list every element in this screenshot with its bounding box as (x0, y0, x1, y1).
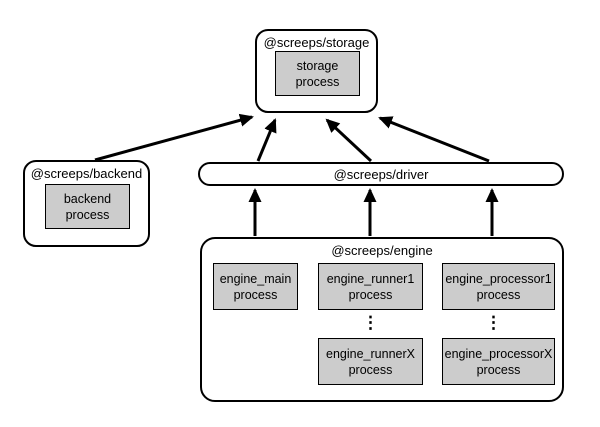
vertical-ellipsis-icon: ⋮ (485, 313, 502, 332)
process-engine-runner1: engine_runner1 process (318, 263, 423, 310)
vertical-ellipsis-icon: ⋮ (362, 313, 379, 332)
arrow-backend-to-storage (94, 113, 254, 162)
process-engine-processorX: engine_processorX process (442, 338, 555, 385)
package-storage-label: @screeps/storage (263, 35, 370, 50)
process-engine-main: engine_main process (213, 263, 298, 310)
process-engine-runnerX: engine_runnerX process (318, 338, 423, 385)
package-storage: @screeps/storage storage process (255, 29, 378, 113)
package-engine: @screeps/engine engine_main process engi… (200, 237, 564, 402)
process-backend: backend process (45, 184, 130, 229)
arrow-driver-to-storage-center (325, 118, 373, 163)
package-driver: @screeps/driver (198, 162, 564, 186)
package-backend-label: @screeps/backend (30, 166, 143, 181)
package-backend: @screeps/backend backend process (23, 160, 150, 247)
package-driver-label: @screeps/driver (333, 166, 429, 182)
arrow-driver-to-storage-right (378, 116, 490, 163)
package-engine-label: @screeps/engine (331, 243, 433, 258)
process-engine-processor1: engine_processor1 process (442, 263, 555, 310)
arrow-driver-to-storage-left (256, 118, 277, 162)
process-storage: storage process (275, 51, 360, 96)
